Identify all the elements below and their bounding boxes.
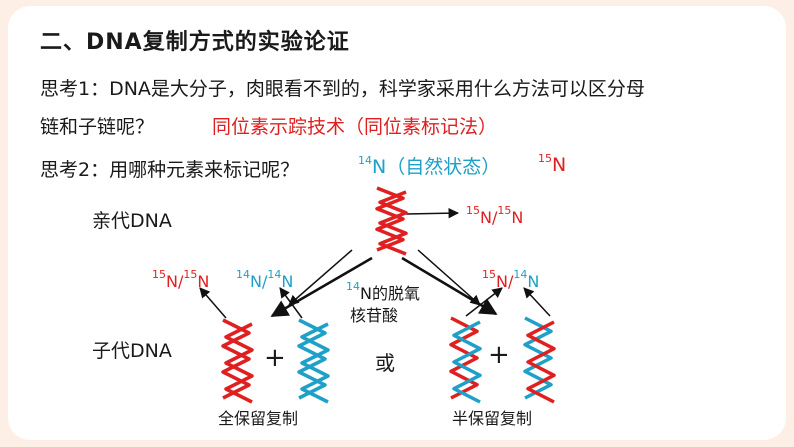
arrow-to-conservative	[270, 256, 373, 318]
conservative-replication-label: 全保留复制	[218, 409, 299, 428]
semiconservative-isotope-label: 15N/14N	[482, 268, 540, 291]
n14-natural-state: 14N（自然状态）	[358, 154, 501, 178]
conservative-blue-isotope-label: 14N/14N	[236, 268, 294, 291]
arrow-to-semiconservative	[401, 256, 498, 316]
semiconservative-helix-1-strand-b	[452, 320, 482, 404]
isotope-arrow-blue-right	[523, 287, 551, 317]
conservative-red-helix-strand-b	[224, 322, 254, 404]
slide-title: 二、DNA复制方式的实验论证	[40, 30, 350, 55]
conservative-blue-helix-strand-a	[297, 318, 327, 400]
nucleotide-arrow-left	[288, 249, 353, 306]
nucleotide-arrow-right	[417, 249, 481, 306]
conservative-red-isotope-label: 15N/15N	[152, 268, 210, 291]
parent-label-arrow	[405, 207, 460, 219]
plus-sign-right: +	[488, 340, 510, 370]
conservative-red-helix-strand-a	[221, 318, 251, 400]
question-2: 思考2：用哪种元素来标记呢？	[40, 159, 300, 181]
semiconservative-helix-2-strand-b	[526, 320, 556, 404]
semiconservative-helix-1-strand-a	[449, 316, 479, 400]
or-label: 或	[375, 351, 395, 375]
conservative-blue-helix-strand-b	[300, 322, 330, 404]
question-1-answer: 同位素示踪技术（同位素标记法）	[212, 116, 498, 138]
parent-helix-strand-b	[378, 190, 408, 256]
question-1-line-1: 思考1：DNA是大分子，肉眼看不到的，科学家采用什么方法可以区分母	[40, 78, 645, 100]
parent-helix-strand-a	[375, 186, 405, 252]
nucleotide-label-line-2: 核苷酸	[350, 306, 399, 325]
parent-isotope-label: 15N/15N	[466, 204, 524, 227]
isotope-arrow-red-left	[199, 287, 227, 319]
semiconservative-helix-2-strand-a	[523, 316, 553, 400]
parent-dna-label: 亲代DNA	[92, 210, 172, 232]
child-dna-label: 子代DNA	[92, 340, 172, 362]
isotope-arrow-red-right	[465, 287, 503, 317]
plus-sign-left: +	[264, 343, 286, 373]
semiconservative-replication-label: 半保留复制	[452, 409, 533, 428]
isotope-arrow-blue-left	[279, 287, 303, 319]
nucleotide-label-line-1: 14N的脱氧	[346, 280, 420, 303]
question-1-line-2: 链和子链呢？	[40, 116, 155, 138]
n15-label: 15N	[538, 152, 567, 176]
